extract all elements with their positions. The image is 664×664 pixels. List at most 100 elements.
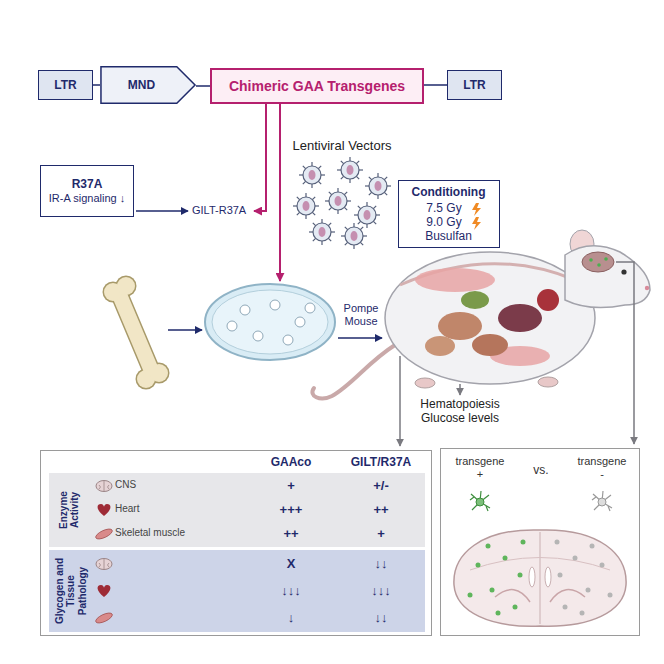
- connector-line: [196, 85, 210, 87]
- bone: [150, 364, 168, 382]
- microglia-icon: [470, 491, 612, 511]
- pompe-mouse: [498, 304, 542, 332]
- brain-section: [555, 540, 560, 545]
- pompe-mouse: [582, 252, 614, 272]
- microglia-icon: [592, 491, 612, 511]
- mutation-arrow: [136, 210, 188, 212]
- lentiviral-vectors: [299, 162, 325, 188]
- transgene-arrow: [254, 104, 266, 211]
- tissue-icon: [98, 585, 111, 597]
- table-value: ↓↓: [356, 610, 406, 626]
- tissue-icon: [94, 481, 113, 625]
- brain-section: [468, 593, 473, 598]
- petri-dish: [305, 303, 315, 313]
- process-arrow: [338, 337, 382, 339]
- box-heading: Conditioning: [399, 185, 498, 199]
- lentiviral-vectors: [325, 188, 351, 214]
- petri-dish: [283, 335, 293, 345]
- petri-dish: [295, 317, 305, 327]
- table-value: ↓: [266, 610, 316, 626]
- brain-section: [495, 590, 585, 602]
- petri-dish: [270, 300, 280, 310]
- pompe-mouse: [472, 334, 508, 356]
- radiation-bolt: [472, 217, 481, 230]
- lentiviral-vectors: [341, 223, 367, 249]
- pompe-mouse: [312, 230, 650, 398]
- pompe-mouse: [621, 269, 626, 274]
- brain-section: [563, 605, 568, 610]
- transgene-label: Chimeric GAA Transgenes: [229, 78, 405, 95]
- ltr-label: LTR: [54, 78, 76, 92]
- brain-section: [590, 544, 595, 549]
- brain-section: [513, 605, 518, 610]
- connector-line: [93, 84, 100, 86]
- promoter-shape: [101, 67, 195, 103]
- bone: [149, 363, 170, 384]
- promoter-arrow: MND: [100, 66, 196, 104]
- bone: [120, 296, 152, 372]
- radiation-dose: 9.0 Gy: [417, 215, 471, 229]
- row-group-label: Enzyme Activity: [58, 476, 81, 544]
- tissue-icon: [98, 504, 111, 516]
- bone: [136, 369, 157, 390]
- radiation-dose: 7.5 Gy: [417, 201, 471, 215]
- microglia-icon: [470, 491, 490, 511]
- brain-section: [490, 588, 495, 593]
- brain-section: [521, 540, 526, 545]
- tissue-icon: [96, 559, 112, 570]
- pompe-mouse: [400, 264, 575, 285]
- mutation-name: R37A: [72, 177, 103, 191]
- pompe-mouse: [604, 257, 608, 261]
- lentiviral-vectors: [365, 173, 391, 199]
- bone: [104, 283, 122, 301]
- pompe-mouse: [415, 378, 435, 388]
- tissue-icon: [94, 611, 113, 625]
- brain-section: [486, 544, 491, 549]
- pompe-mouse: [597, 263, 601, 267]
- pompe-mouse: [415, 268, 495, 292]
- petri-dish: [212, 290, 328, 354]
- table-value: ++: [266, 526, 316, 542]
- enzyme-band: Enzyme ActivityCNSHeartSkeletal muscle++…: [49, 473, 425, 547]
- connector-line: [424, 84, 447, 86]
- pompe-mouse: [438, 312, 482, 340]
- table-value: ↓↓: [356, 556, 406, 572]
- table-value: ↓↓↓: [266, 583, 316, 599]
- tissue-name: CNS: [115, 479, 235, 491]
- brain-section: [573, 556, 578, 561]
- table-value: ++: [356, 502, 406, 518]
- lentiviral-vectors: [337, 157, 363, 183]
- row-group-label: Glycogen and Tissue Pathology: [54, 553, 89, 629]
- result-arrow: [616, 262, 634, 444]
- mutation-box: R37AIR-A signaling ↓: [40, 165, 134, 217]
- microglia-panel: transgene +vs.transgene -: [440, 448, 640, 636]
- result-arrow: [400, 262, 634, 446]
- table-value: +: [356, 526, 406, 542]
- table-value: +/-: [356, 478, 406, 494]
- brain-section: [555, 540, 613, 616]
- construct-label: GILT-R37A: [192, 204, 252, 217]
- pompe-mouse: [385, 252, 595, 384]
- lentiviral-vectors: [354, 202, 380, 228]
- group-label: transgene +: [453, 455, 507, 481]
- transgene-arrow: [254, 104, 280, 281]
- process-arrow: [168, 330, 382, 338]
- table-value: +: [266, 478, 316, 494]
- brain-section: [529, 567, 535, 587]
- lentiviral-vectors: [293, 193, 319, 219]
- ltr-label: LTR: [463, 78, 485, 92]
- tissue-name: Skeletal muscle: [115, 527, 235, 539]
- process-arrow: [168, 329, 202, 331]
- pompe-mouse: [425, 336, 455, 356]
- pompe-mouse: [490, 346, 550, 366]
- brain-section: [580, 611, 585, 616]
- ltr-box: LTR: [38, 70, 93, 100]
- conditioning-box: Conditioning7.5 Gy9.0 GyBusulfan: [398, 180, 500, 248]
- pompe-mouse: [589, 258, 593, 262]
- brain-section: [468, 540, 526, 616]
- bone: [117, 277, 135, 295]
- table-value: ↓↓↓: [356, 583, 406, 599]
- pompe-mouse: [537, 289, 559, 311]
- table-value: +++: [266, 502, 316, 518]
